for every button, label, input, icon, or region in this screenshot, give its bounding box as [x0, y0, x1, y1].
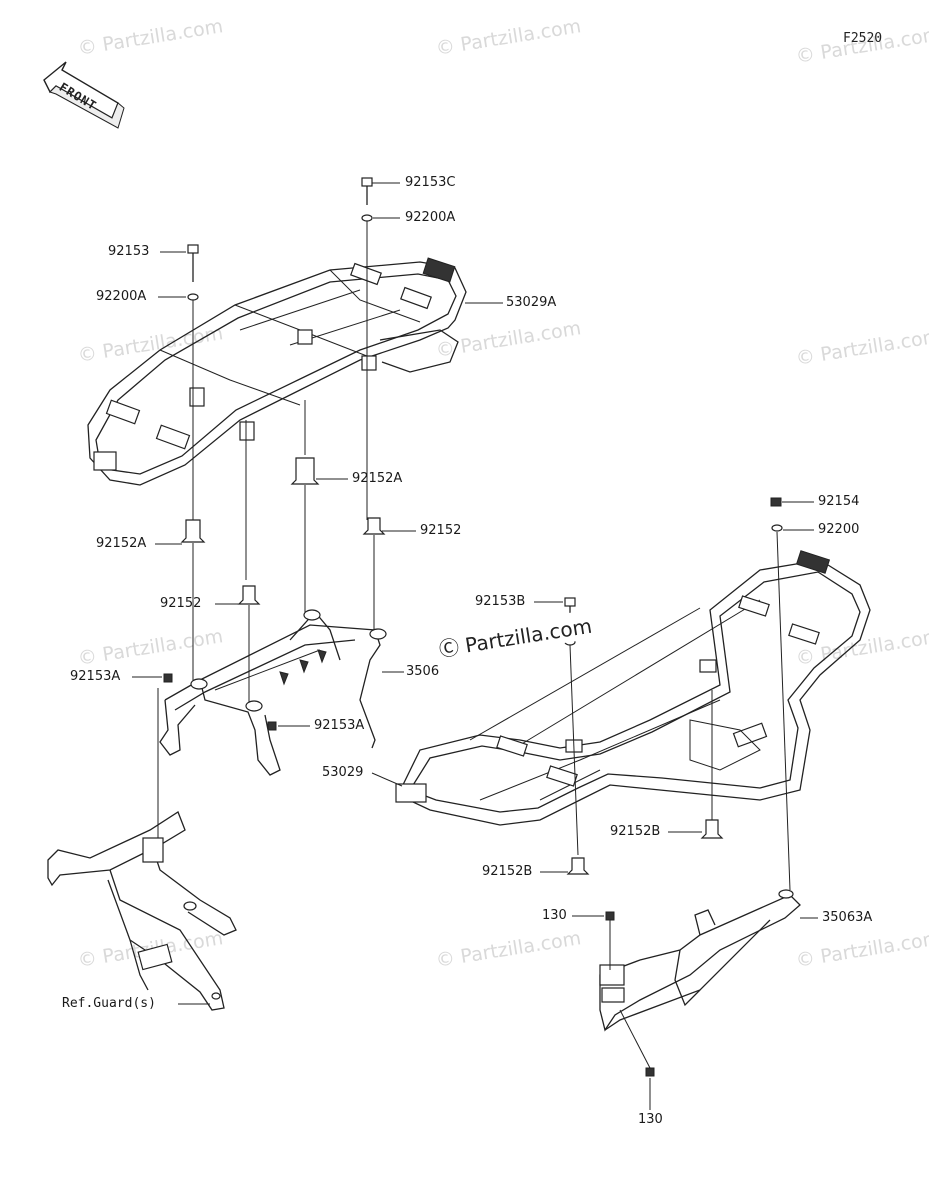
label-92200[interactable]: 92200 [818, 522, 860, 537]
label-130-bottom[interactable]: 130 [638, 1112, 663, 1127]
label-92152A-left[interactable]: 92152A [96, 536, 147, 551]
label-35063A[interactable]: 35063A [822, 910, 873, 925]
label-92200A-top[interactable]: 92200A [405, 210, 456, 225]
label-92152-left[interactable]: 92152 [160, 596, 202, 611]
label-130-top[interactable]: 130 [542, 908, 567, 923]
upper-fasteners [180, 177, 386, 705]
label-92153A-mid[interactable]: 92153A [314, 718, 365, 733]
label-92152B-low[interactable]: 92152B [482, 864, 533, 879]
label-92152B-right[interactable]: 92152B [610, 824, 661, 839]
ref-guard-frame [47, 688, 237, 1011]
bolts-92153A [163, 673, 277, 731]
front-arrow-icon [43, 61, 125, 129]
label-92153B[interactable]: 92153B [475, 594, 526, 609]
bracket-3506 [159, 609, 387, 776]
label-3506[interactable]: 3506 [406, 664, 440, 679]
label-92153[interactable]: 92153 [108, 244, 150, 259]
rack-53029A [87, 257, 467, 486]
bracket-35063A [599, 889, 801, 1077]
label-92153A-left[interactable]: 92153A [70, 669, 121, 684]
right-fasteners [564, 497, 791, 891]
label-92152A-mid[interactable]: 92152A [352, 471, 403, 486]
label-53029[interactable]: 53029 [322, 765, 364, 780]
label-leaders [132, 182, 818, 1110]
label-92153C[interactable]: 92153C [405, 175, 456, 190]
label-ref-guard[interactable]: Ref.Guard(s) [62, 996, 156, 1011]
label-92154[interactable]: 92154 [818, 494, 860, 509]
diagram-code: F2520 [843, 31, 883, 46]
label-92152-mid[interactable]: 92152 [420, 523, 462, 538]
label-92200A-left[interactable]: 92200A [96, 289, 147, 304]
label-53029A[interactable]: 53029A [506, 295, 557, 310]
rack-53029 [395, 550, 871, 826]
